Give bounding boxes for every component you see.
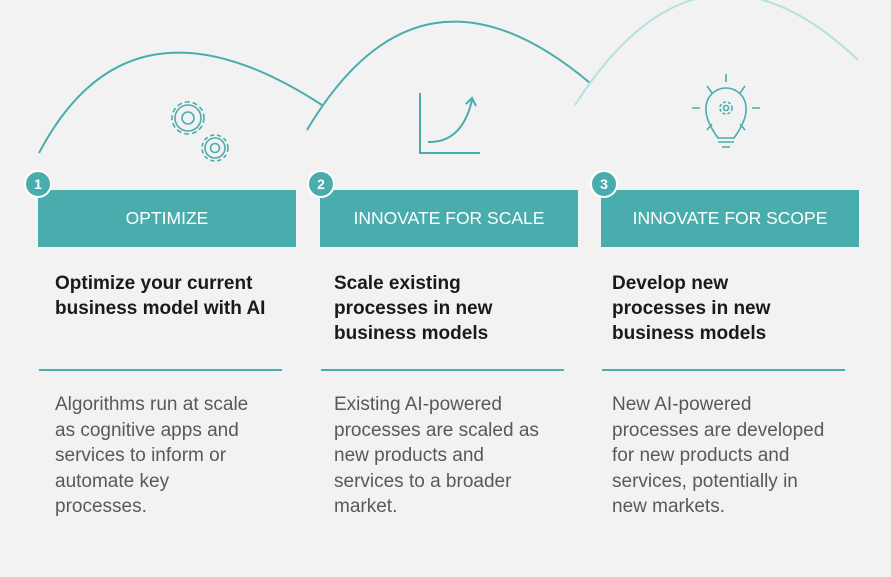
step-1-header: OPTIMIZE [38, 190, 296, 247]
step-3-title: Develop new processes in new business mo… [612, 273, 771, 344]
growth-chart-icon [419, 93, 480, 154]
step-1-number-badge: 1 [24, 170, 52, 198]
arc-1 [38, 51, 323, 154]
step-2-number-badge: 2 [307, 170, 335, 198]
step-2-description: Existing AI-powered processes are scaled… [334, 394, 539, 517]
step-3-header: INNOVATE FOR SCOPE [601, 190, 859, 247]
step-1-title: Optimize your current business model wit… [55, 273, 266, 319]
step-3-number-badge: 3 [590, 170, 618, 198]
lightbulb-gear-icon [692, 74, 760, 148]
step-2-header: INNOVATE FOR SCALE [320, 190, 578, 247]
step-1-divider [39, 369, 282, 371]
gears-icon [171, 101, 229, 162]
step-3-divider [602, 369, 845, 371]
arc-2 [306, 20, 591, 131]
step-3-description: New AI-powered processes are developed f… [612, 394, 825, 517]
step-2-divider [321, 369, 564, 371]
arc-3 [574, 0, 859, 106]
step-2-title: Scale existing processes in new business… [334, 273, 493, 344]
step-1-description: Algorithms run at scale as cognitive app… [55, 394, 249, 517]
